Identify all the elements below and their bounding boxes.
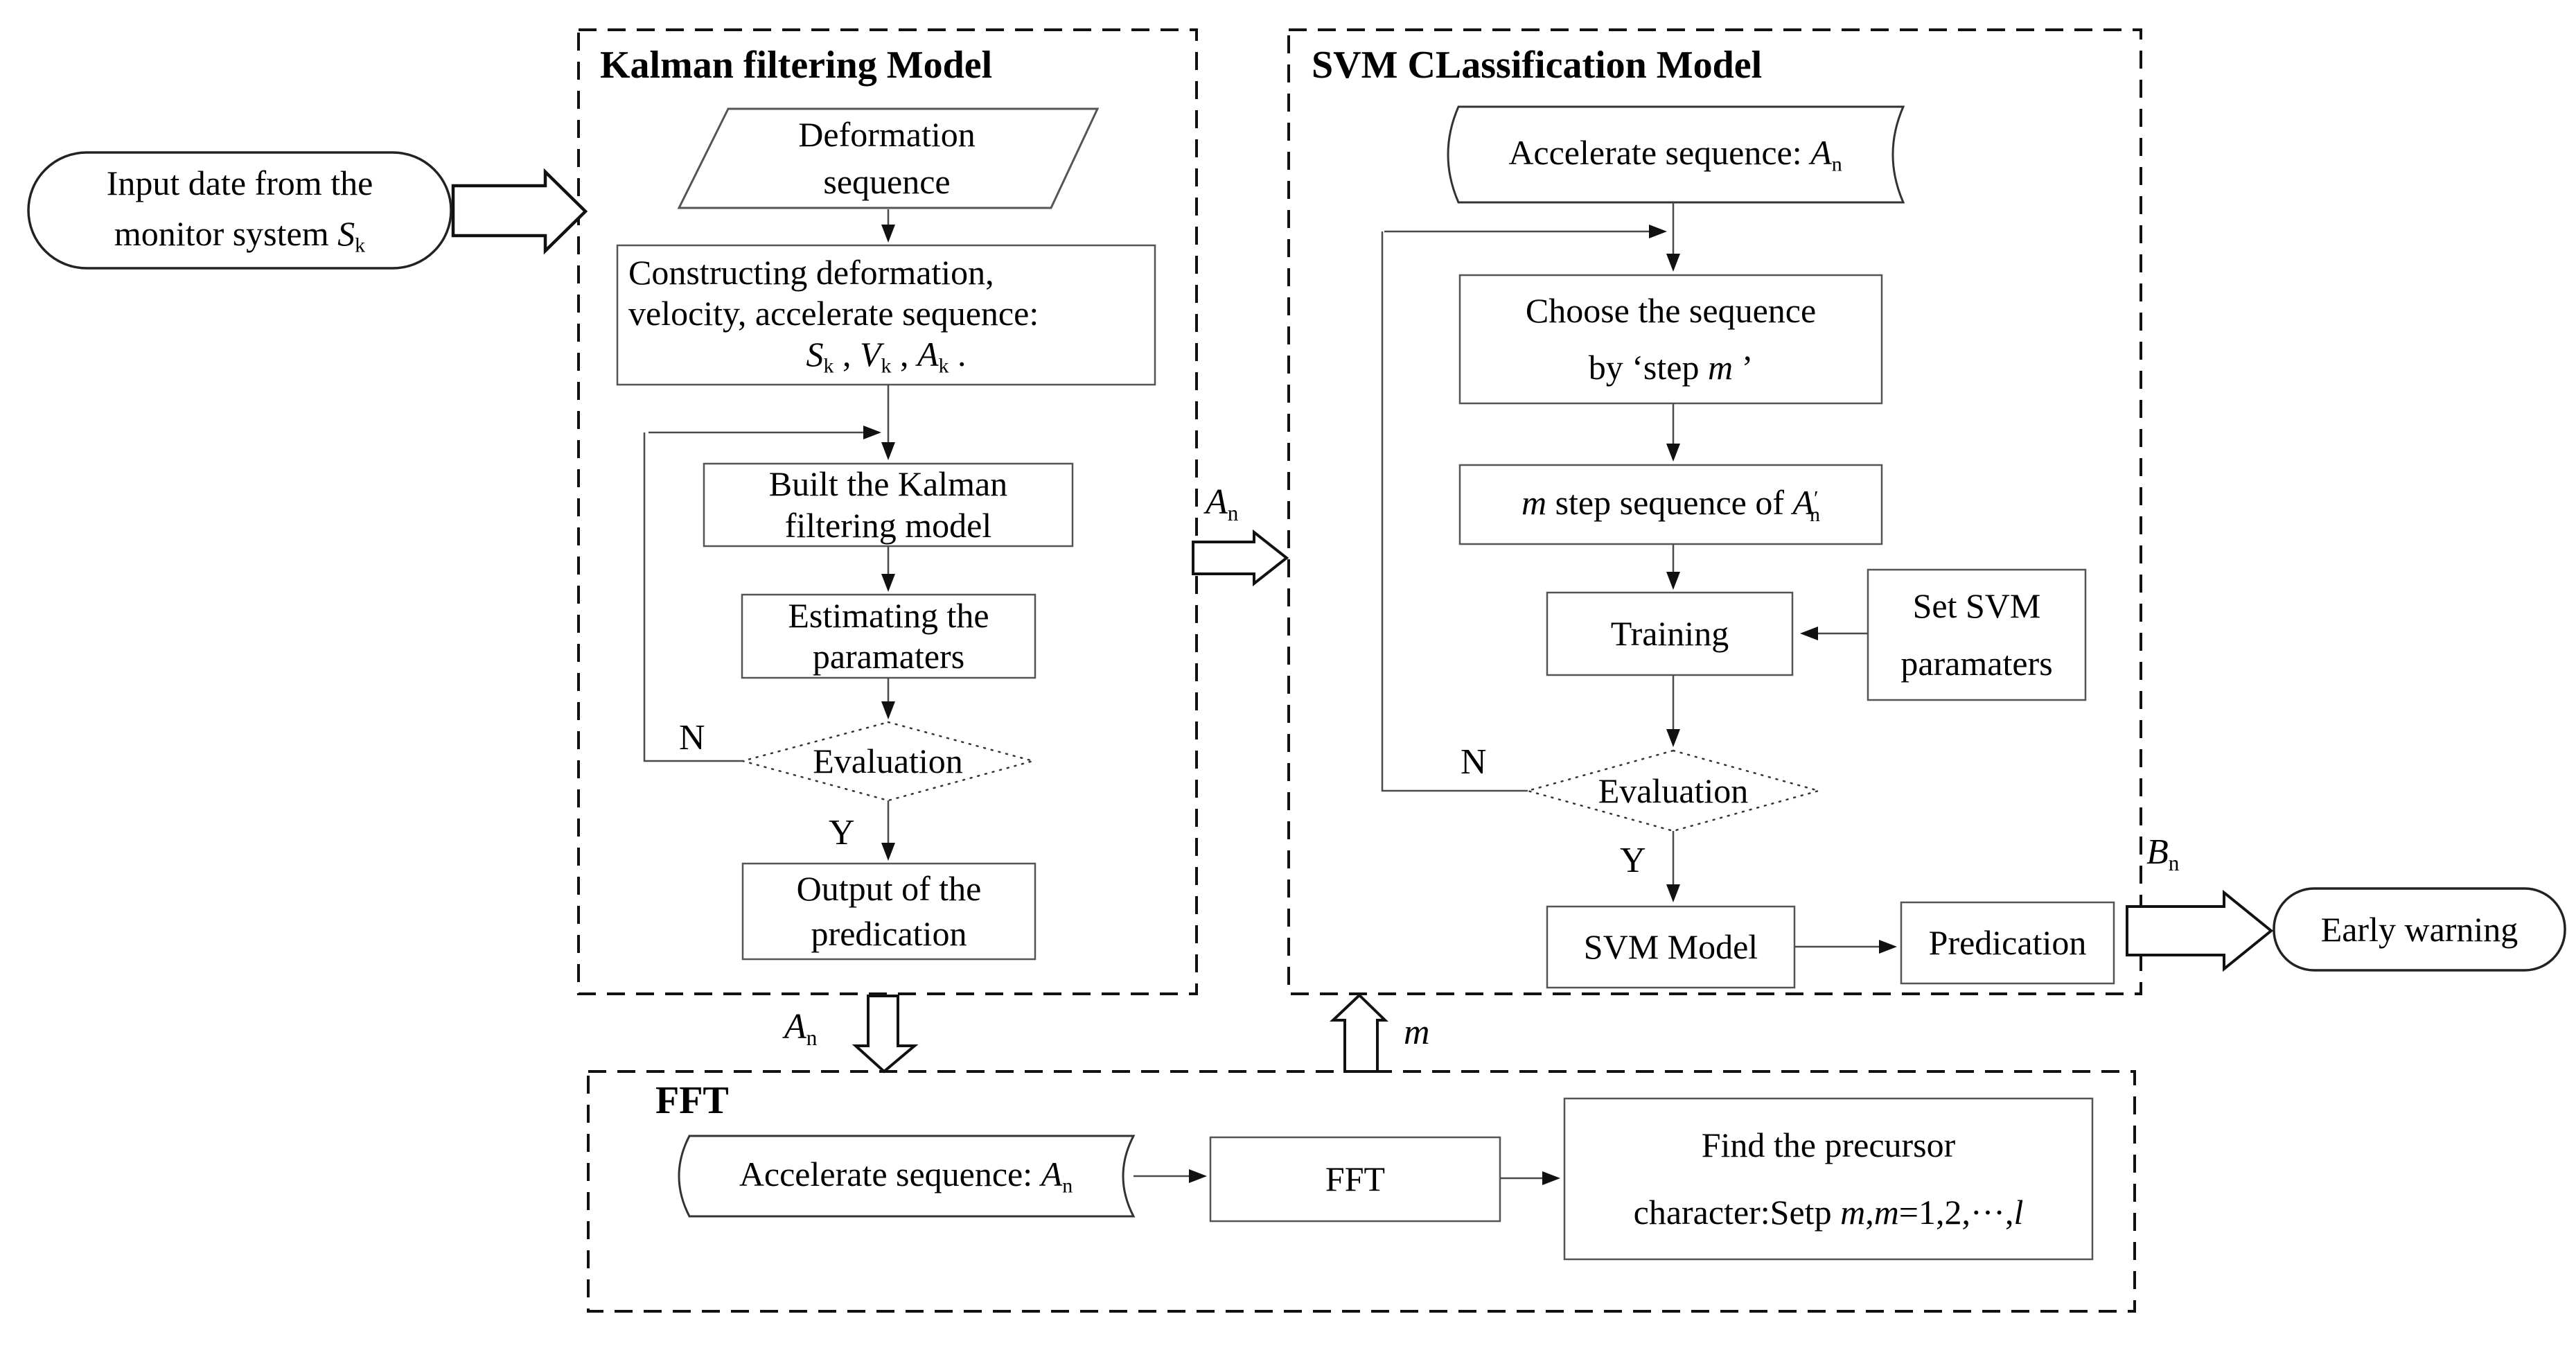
an-down-block-arrow [852, 995, 919, 1074]
label-n-left: N [679, 718, 705, 758]
predication-node: Predication [1928, 923, 2087, 962]
label-an-down: An [784, 1007, 818, 1050]
accelerate-fft-node: Accelerate sequence: An [739, 1155, 1073, 1198]
training-rect [1546, 591, 1794, 676]
input-terminator-shape [27, 151, 452, 270]
deformation-parallelogram [677, 107, 1100, 209]
fft-box-title: FFT [655, 1079, 729, 1122]
label-an-mid: An [1206, 482, 1239, 525]
constructing-node: Constructing deformation,velocity, accel… [628, 253, 1039, 378]
mstep-rect [1458, 464, 1883, 545]
find-precursor-rect [1563, 1097, 2094, 1261]
svm-box-title: SVM CLassification Model [1312, 44, 1763, 87]
accelerate-svm-node: Accelerate sequence: An [1508, 133, 1842, 176]
label-y-right: Y [1620, 841, 1646, 880]
kalman-box-border [577, 28, 1198, 995]
training-node: Training [1610, 614, 1729, 653]
choose-rect [1458, 274, 1883, 405]
input-block-arrow [451, 168, 588, 255]
set-svm-rect [1867, 568, 2087, 701]
fft-node: FFT [1325, 1159, 1386, 1198]
early-warning-node: Early warning [2320, 909, 2518, 949]
svm-box-border [1287, 28, 2142, 995]
loop-right-path [1381, 231, 1528, 792]
built-rect [703, 462, 1074, 548]
m-up-block-arrow [1329, 993, 1388, 1073]
evaluation-right-node: Evaluation [1598, 771, 1749, 810]
early-warning-terminator-shape [2273, 887, 2566, 972]
loop-left-path [643, 432, 743, 762]
constructing-rect [616, 244, 1156, 386]
fft-rect [1209, 1136, 1501, 1223]
label-y-left: Y [829, 813, 855, 852]
evaluation-right-diamond [1524, 749, 1822, 832]
evaluation-left-diamond [739, 721, 1036, 802]
mstep-node: m step sequence of A′n [1521, 483, 1821, 526]
accelerate-fft-stored-data-shape [678, 1135, 1136, 1218]
label-m-up: m [1404, 1013, 1430, 1052]
predication-rect [1900, 901, 2115, 985]
an-block-arrow [1192, 529, 1289, 587]
output-rect [741, 862, 1036, 961]
evaluation-left-node: Evaluation [813, 742, 963, 780]
label-n-right: N [1461, 742, 1487, 782]
svm-model-node: SVM Model [1583, 927, 1758, 966]
kalman-box-title: Kalman filtering Model [600, 44, 993, 87]
accelerate-svm-stored-data-shape [1447, 105, 1905, 204]
label-bn: Bn [2146, 832, 2180, 875]
bn-block-arrow [2126, 889, 2274, 972]
